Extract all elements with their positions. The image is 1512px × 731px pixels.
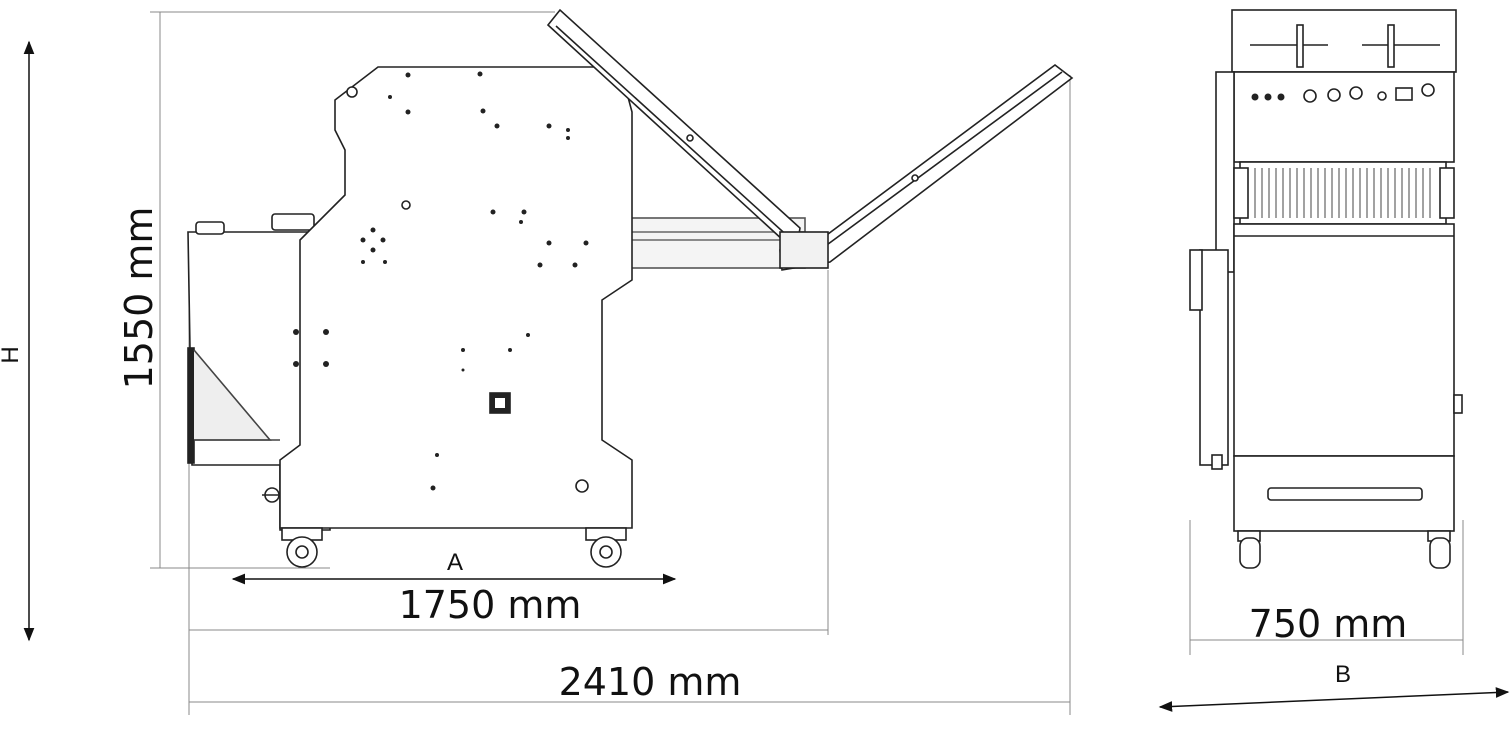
total-length-dimension-label: 2410 mm (559, 660, 742, 704)
height-dimension-label: 1550 mm (117, 207, 161, 390)
a-label: A (447, 549, 463, 576)
machine-front-view (1189, 9, 1463, 569)
h-label: H (0, 346, 24, 363)
dimension-lines (23, 11, 1510, 715)
machine-side-view (187, 8, 1074, 568)
b-label: B (1335, 661, 1351, 688)
length-dimension-label: 1750 mm (399, 583, 582, 627)
width-dimension-label: 750 mm (1249, 602, 1408, 646)
b-arrow (1158, 687, 1510, 712)
